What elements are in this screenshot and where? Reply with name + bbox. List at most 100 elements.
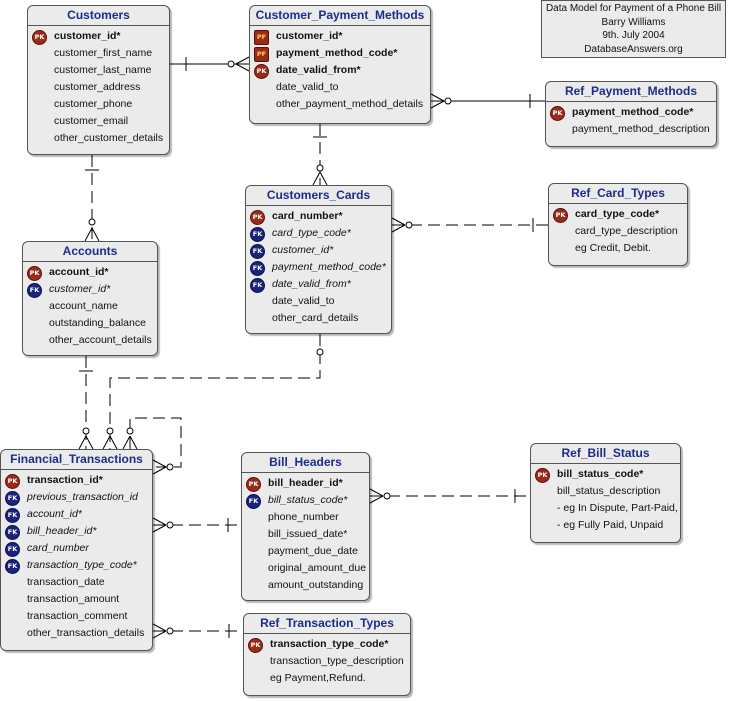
attribute-name: transaction_date — [27, 576, 105, 588]
rel-bill-headers-to-transactions — [152, 517, 241, 533]
attribute-name: card_type_code* — [272, 227, 351, 239]
attribute-row: amount_outstanding — [242, 577, 369, 594]
attribute-name: other_account_details — [49, 334, 152, 346]
entity-title: Customer_Payment_Methods — [250, 6, 430, 26]
rel-customers-to-payment-methods — [170, 56, 250, 72]
attribute-row: transaction_comment — [1, 608, 152, 625]
primary-key-icon: PK — [254, 64, 269, 79]
attribute-row: PK card_type_code* — [549, 206, 687, 223]
attribute-name: payment_due_date — [268, 545, 358, 557]
attribute-name: outstanding_balance — [49, 317, 146, 329]
note-title: Data Model for Payment of a Phone Bill — [545, 3, 722, 14]
attribute-row: FK card_number — [1, 540, 152, 557]
attribute-name: bill_status_code* — [557, 468, 644, 480]
attribute-row: customer_email — [28, 113, 169, 130]
attribute-row: date_valid_to — [250, 79, 430, 96]
attribute-name: card_number — [27, 542, 89, 554]
attribute-name: bill_status_description — [557, 485, 661, 497]
attribute-row: eg Credit, Debit. — [549, 240, 687, 257]
attribute-name: card_type_code* — [575, 208, 660, 220]
attribute-row: FK bill_header_id* — [1, 523, 152, 540]
attribute-row: eg Payment,Refund. — [244, 670, 410, 687]
attribute-row: customer_first_name — [28, 45, 169, 62]
attribute-name: bill_header_id* — [27, 525, 97, 537]
attribute-name: bill_issued_date* — [268, 528, 348, 540]
entity-title: Ref_Card_Types — [549, 184, 687, 204]
attribute-name: transaction_type_description — [270, 655, 404, 667]
attribute-name: bill_header_id* — [268, 477, 343, 489]
rel-bill-status-to-bill-headers — [369, 488, 530, 504]
entity-title: Ref_Bill_Status — [531, 444, 680, 464]
entity-ref-bill-status[interactable]: Ref_Bill_Status PK bill_status_code* bill_… — [530, 443, 681, 543]
attribute-row: customer_last_name — [28, 62, 169, 79]
entity-title: Accounts — [23, 242, 157, 262]
attribute-row: other_account_details — [23, 332, 157, 349]
attribute-row: customer_address — [28, 79, 169, 96]
attribute-name: payment_method_code* — [276, 47, 398, 59]
attribute-name: bill_status_code* — [268, 494, 348, 506]
attribute-row: original_amount_due — [242, 560, 369, 577]
primary-key-icon: PK — [5, 474, 20, 489]
attribute-name: - eg In Dispute, Part-Paid, — [557, 502, 678, 514]
attribute-row: PK bill_status_code* — [531, 466, 680, 483]
attribute-name: date_valid_from* — [272, 278, 351, 290]
rel-customers-to-accounts — [84, 155, 100, 242]
attribute-row: transaction_date — [1, 574, 152, 591]
attribute-list: PK bill_status_code* bill_status_descripti… — [531, 464, 680, 534]
attribute-name: eg Credit, Debit. — [575, 242, 651, 254]
foreign-key-icon: FK — [5, 525, 20, 540]
attribute-row: - eg Fully Paid, Unpaid — [531, 517, 680, 534]
attribute-name: account_name — [49, 300, 118, 312]
foreign-key-icon: FK — [5, 542, 20, 557]
attribute-name: customer_first_name — [54, 47, 153, 59]
primary-key-icon: PK — [27, 266, 42, 281]
entity-ref-card-types[interactable]: Ref_Card_Types PK card_type_code* card_typ… — [548, 183, 688, 266]
primary-key-icon: PK — [553, 208, 568, 223]
attribute-name: customer_id* — [49, 283, 111, 295]
attribute-name: other_payment_method_details — [276, 98, 424, 110]
entity-title: Ref_Transaction_Types — [244, 614, 410, 634]
entity-title: Bill_Headers — [242, 453, 369, 473]
foreign-key-icon: FK — [246, 494, 261, 509]
attribute-row: bill_issued_date* — [242, 526, 369, 543]
foreign-key-icon: FK — [250, 227, 265, 242]
rel-card-types-to-cards — [391, 217, 548, 233]
attribute-name: amount_outstanding — [268, 579, 364, 591]
attribute-name: card_type_description — [575, 225, 678, 237]
entity-title: Financial_Transactions — [1, 450, 152, 470]
foreign-key-icon: FK — [250, 278, 265, 293]
note-website: DatabaseAnswers.org — [584, 43, 683, 55]
attribute-name: customer_id* — [272, 244, 334, 256]
primary-key-icon: PK — [535, 468, 550, 483]
attribute-name: payment_method_code* — [272, 261, 386, 273]
attribute-row: payment_due_date — [242, 543, 369, 560]
attribute-row: other_customer_details — [28, 130, 169, 147]
attribute-row: transaction_type_description — [244, 653, 410, 670]
attribute-name: transaction_type_code* — [27, 559, 137, 571]
primary-key-icon: PF — [254, 30, 269, 45]
entity-title: Customers — [28, 6, 169, 26]
